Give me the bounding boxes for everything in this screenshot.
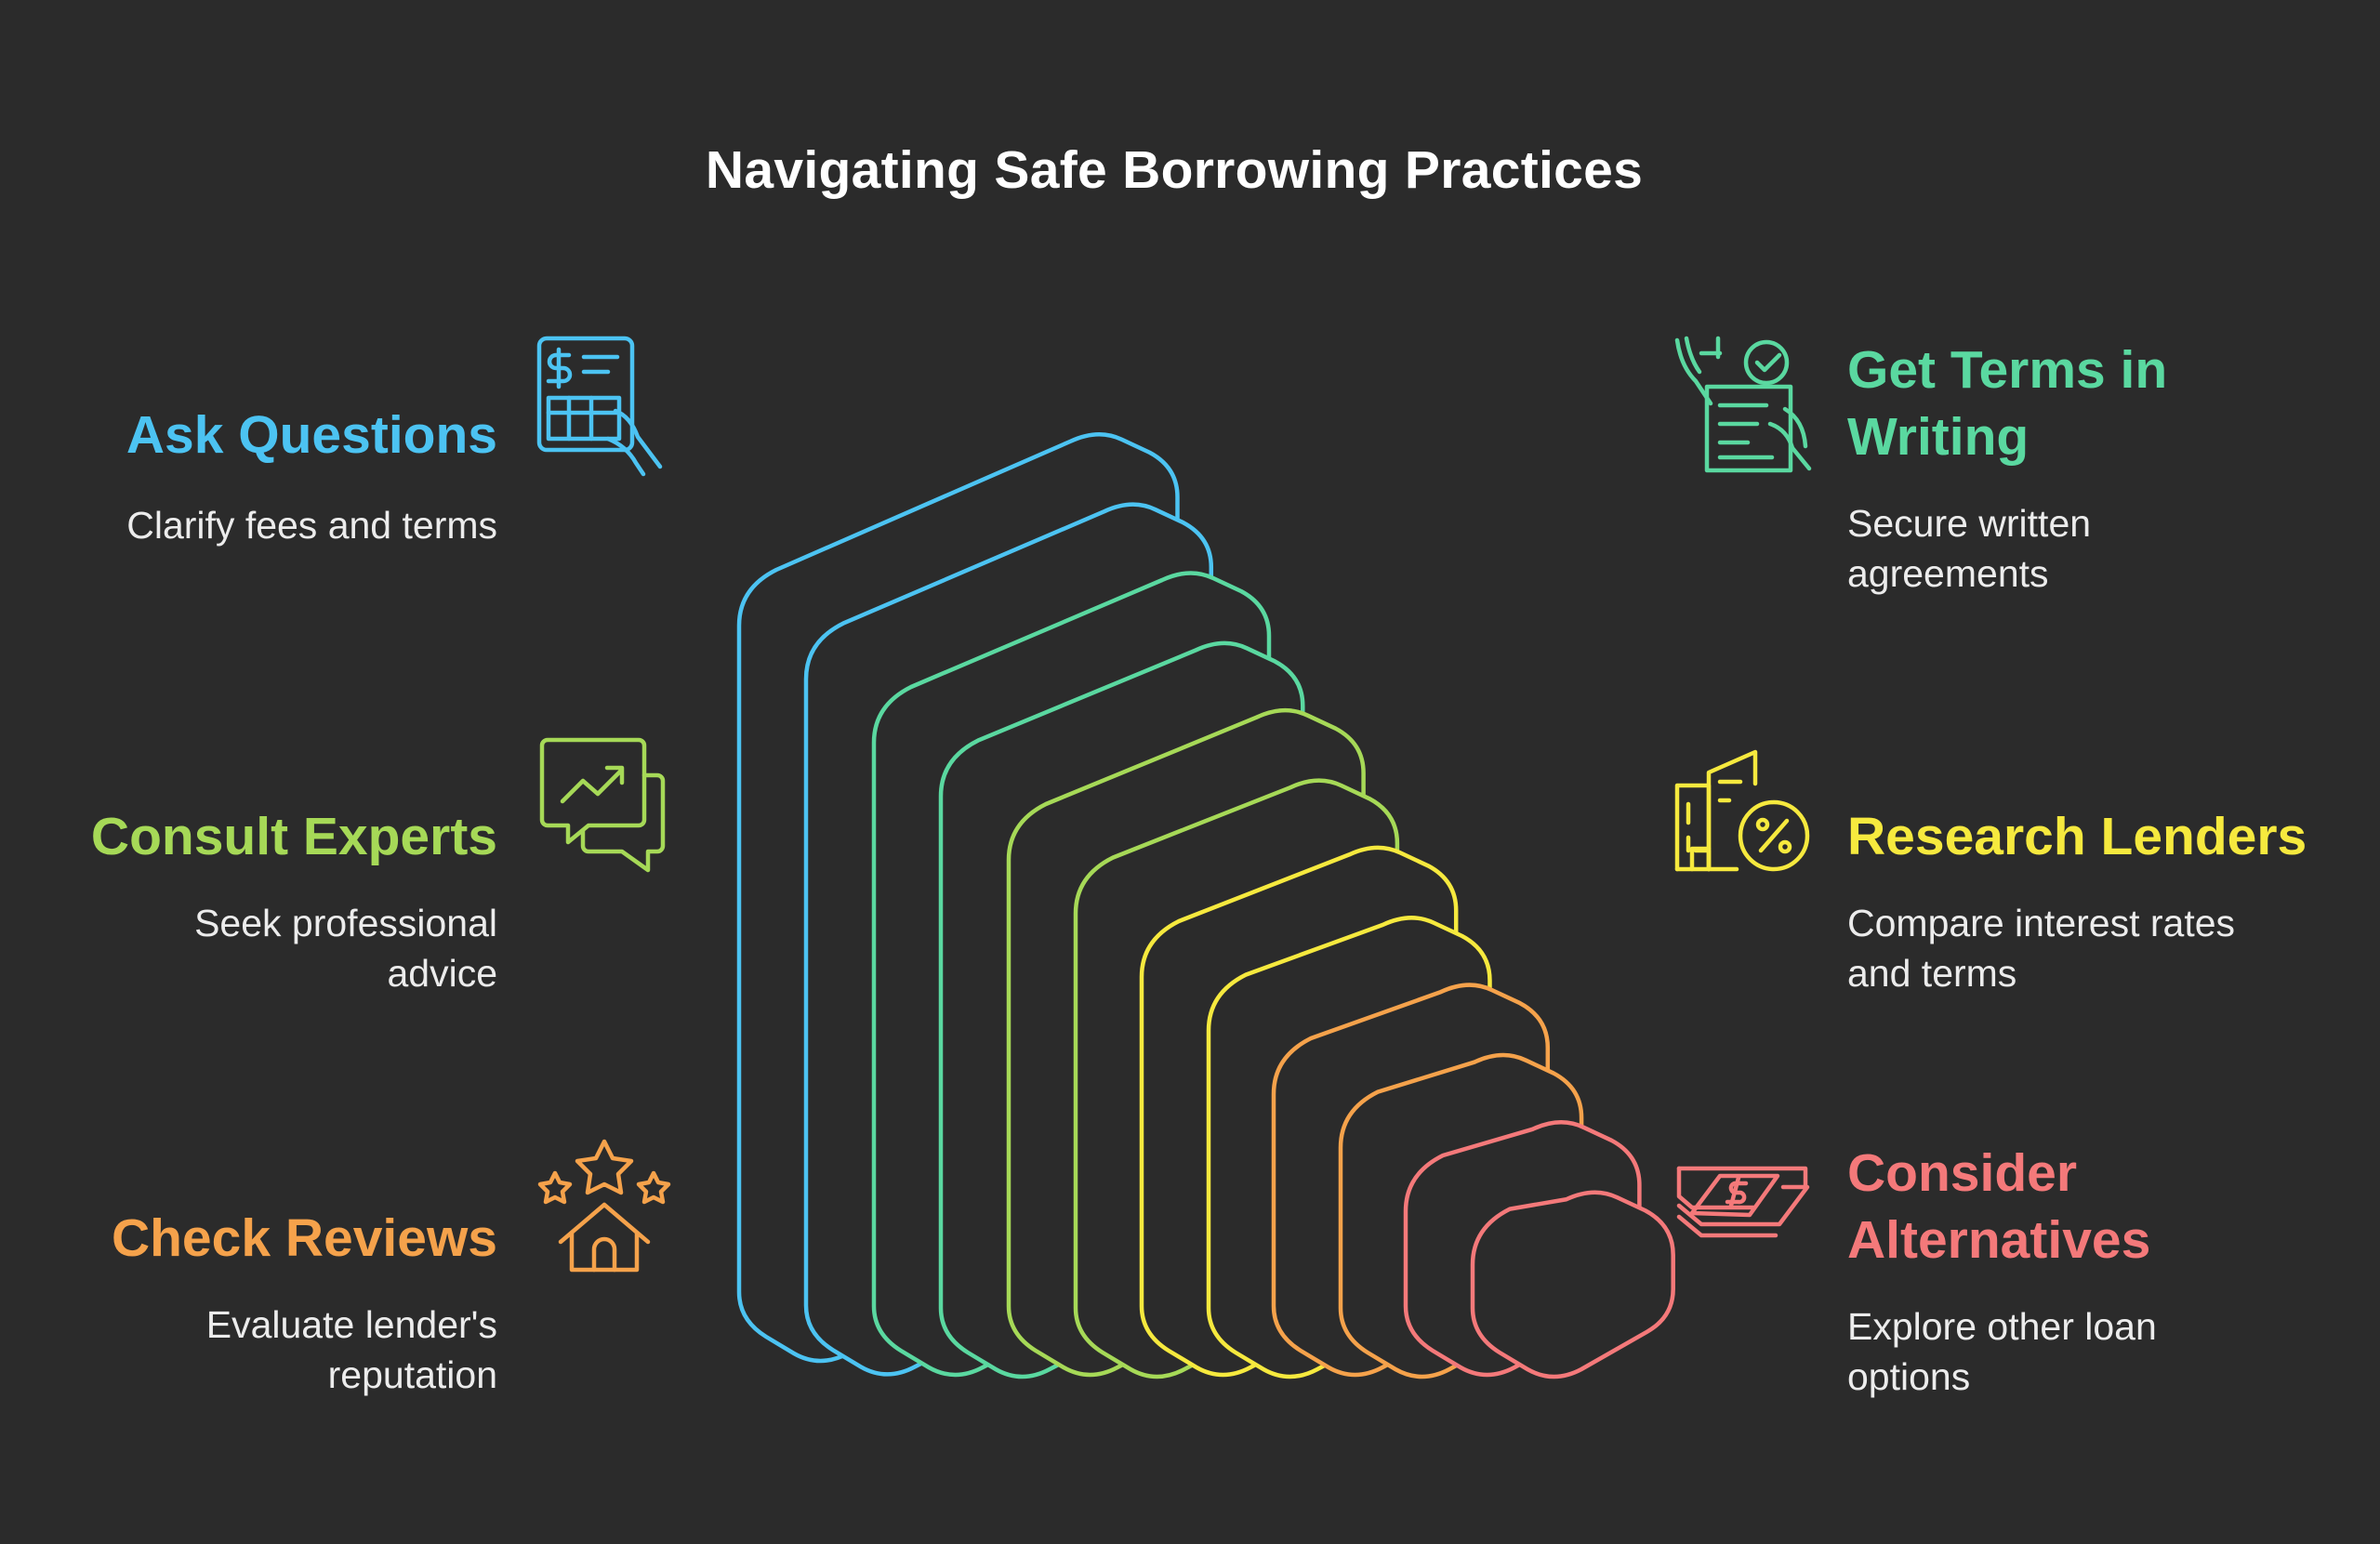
page-title: Navigating Safe Borrowing Practices (705, 140, 1644, 200)
chat-trend-icon (535, 734, 674, 874)
research-lenders-heading: Research Lenders (1847, 807, 2307, 866)
consider-alternatives-description-line-1: Explore other loan (1847, 1305, 2157, 1348)
check-reviews-description-line-1: Evaluate lender's (205, 1303, 497, 1346)
ask-questions-description: Clarify fees and terms (126, 504, 497, 547)
house-stars-icon (535, 1134, 674, 1273)
research-lenders-description-line-2: and terms (1847, 952, 2017, 995)
research-lenders-description-line-1: Compare interest rates (1847, 902, 2236, 944)
consider-alternatives-description-line-2: options (1847, 1355, 1971, 1398)
item-consider-alternatives: Consider Alternatives Explore other loan… (1847, 1140, 2157, 1402)
consult-experts-description-line-2: advice (387, 952, 497, 995)
get-terms-description-line-1: Secure written (1847, 502, 2092, 545)
get-terms-heading-line-2: Writing (1847, 407, 2030, 467)
check-reviews-heading: Check Reviews (111, 1208, 497, 1268)
consult-experts-heading: Consult Experts (90, 807, 497, 866)
signed-document-icon (1673, 335, 1813, 474)
item-check-reviews: Check Reviews Evaluate lender's reputati… (112, 1205, 497, 1400)
ask-questions-heading: Ask Questions (126, 405, 497, 465)
consider-alternatives-heading-line-2: Alternatives (1847, 1210, 2151, 1270)
get-terms-description-line-2: agreements (1847, 552, 2049, 595)
money-transfer-icon (1673, 1139, 1813, 1278)
consult-experts-description-line-1: Seek professional (194, 902, 497, 944)
bank-percent-icon (1673, 739, 1813, 878)
pyramid-layer-coral-front (1470, 1190, 1675, 1379)
item-ask-questions: Ask Questions Clarify fees and terms (126, 402, 497, 550)
item-get-terms-in-writing: Get Terms in Writing Secure written agre… (1847, 337, 2167, 599)
check-reviews-description-line-2: reputation (327, 1353, 497, 1396)
get-terms-heading-line-1: Get Terms in (1847, 340, 2168, 400)
item-research-lenders: Research Lenders Compare interest rates … (1847, 803, 2307, 998)
invoice-hand-icon (530, 335, 669, 477)
item-consult-experts: Consult Experts Seek professional advice (91, 803, 497, 998)
consider-alternatives-heading-line-1: Consider (1847, 1143, 2078, 1203)
